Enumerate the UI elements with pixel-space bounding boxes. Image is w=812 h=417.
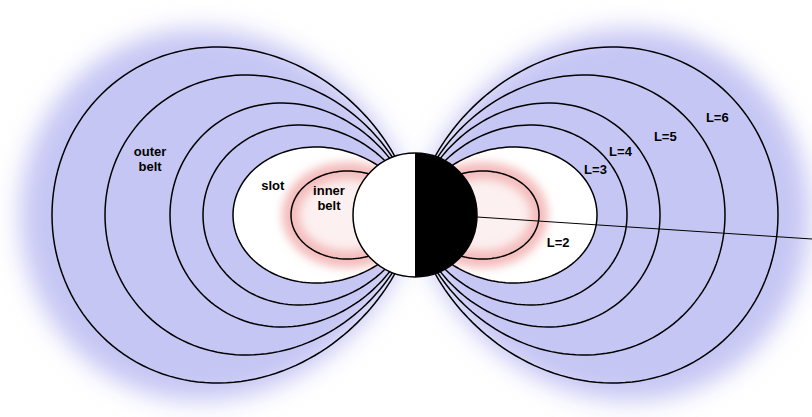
region-label: slot: [261, 179, 284, 194]
field-line: [415, 47, 778, 383]
earth-night-side: [415, 153, 477, 277]
earth-symbol: [353, 153, 812, 277]
shell-label: L=4: [609, 145, 632, 160]
earth-day-side: [353, 153, 477, 277]
field-line: [415, 147, 597, 283]
earth-outline: [353, 153, 477, 277]
field-line: [415, 125, 627, 305]
slot-region: [233, 147, 597, 283]
field-lines: [52, 47, 778, 383]
belt-haze: [20, 29, 810, 401]
shell-label: L=6: [706, 111, 729, 126]
radial-line: [477, 217, 812, 239]
shell-label: L=5: [654, 130, 677, 145]
shell-label: L=3: [584, 163, 607, 178]
region-label: outer belt: [134, 145, 167, 175]
outer-belt-haze: [20, 29, 810, 401]
field-line: [415, 103, 660, 327]
region-label: inner belt: [313, 184, 345, 214]
shell-label: L=2: [547, 236, 570, 251]
field-line: [415, 75, 725, 355]
